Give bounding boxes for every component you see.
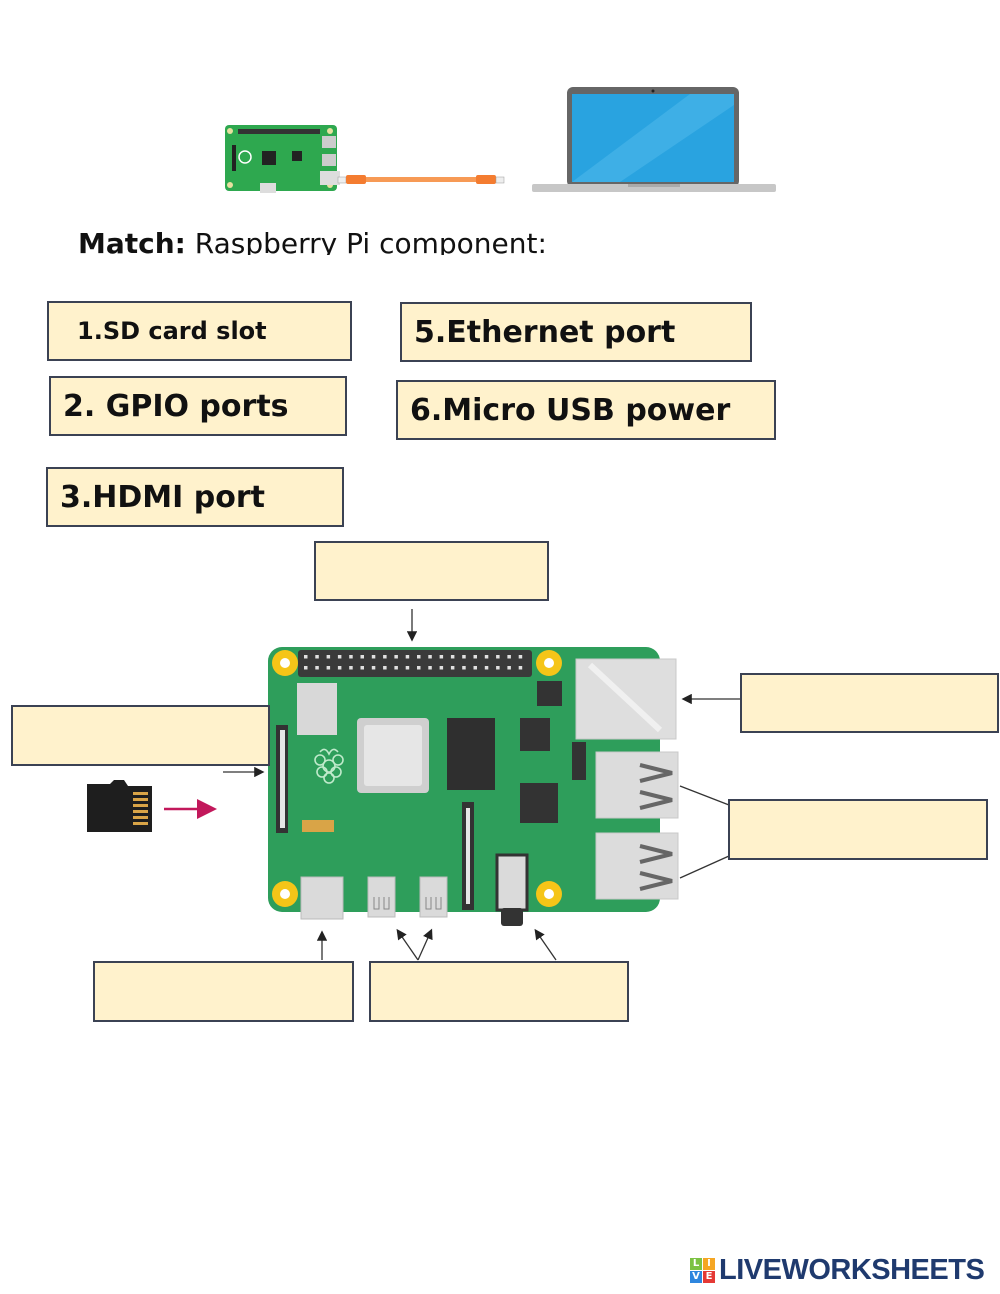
raspberry-pi-diagram — [87, 609, 740, 961]
answer-box-sd-slot[interactable] — [11, 705, 270, 766]
gpio-pin — [417, 655, 421, 659]
label-text: 6.Micro USB power — [410, 392, 731, 428]
label-gpio-ports[interactable]: 2. GPIO ports — [49, 376, 347, 436]
gpio-pin — [484, 666, 489, 670]
gpio-pin — [473, 666, 477, 670]
gpio-pin — [439, 655, 444, 659]
answer-box-hdmi-audio[interactable] — [369, 961, 629, 1022]
gpio-pin — [417, 666, 421, 670]
gpio-header — [298, 650, 532, 677]
gpio-pin — [484, 655, 489, 659]
answer-box-gpio[interactable] — [314, 541, 549, 601]
gpio-pin — [315, 666, 319, 670]
gpio-pin — [337, 655, 342, 659]
gpio-pin — [518, 666, 523, 670]
usb-ports — [595, 751, 679, 900]
gpio-pin — [473, 655, 477, 659]
gpio-pin — [507, 655, 511, 659]
answer-box-power[interactable] — [93, 961, 354, 1022]
gpio-pin — [428, 655, 432, 659]
gpio-pin — [315, 655, 319, 659]
gpio-pin — [462, 666, 466, 670]
label-text: 3.HDMI port — [60, 479, 265, 515]
logo-tiles-icon: L I V E — [690, 1257, 715, 1283]
raspberry-logo-icon — [314, 748, 344, 784]
gpio-pin — [304, 666, 308, 670]
gpio-pin — [383, 655, 387, 659]
gpio-pin — [360, 655, 364, 659]
label-text: 5.Ethernet port — [414, 314, 676, 350]
line-to-usb-bottom — [679, 855, 730, 879]
gpio-pin — [462, 655, 466, 659]
label-ethernet-port[interactable]: 5.Ethernet port — [400, 302, 752, 362]
gpio-pin — [450, 655, 455, 659]
line-to-usb-top — [679, 785, 730, 806]
micro-sd-card-icon — [87, 780, 152, 832]
logo-tile: I — [703, 1257, 715, 1270]
laptop-icon — [532, 87, 776, 192]
gpio-pin — [326, 655, 331, 659]
heading-text: Raspberry Pi component: — [185, 227, 547, 255]
arrow-to-hdmi-1 — [396, 928, 419, 961]
heading-match-label: Match: — [78, 227, 186, 255]
arrow-to-hdmi-2 — [417, 928, 433, 961]
gpio-pin — [349, 655, 353, 659]
liveworksheets-logo[interactable]: L I V E LIVEWORKSHEETS — [690, 1254, 985, 1286]
gpio-pin — [337, 666, 342, 670]
logo-tile: E — [703, 1270, 715, 1283]
gpio-pin — [496, 666, 500, 670]
label-sd-card-slot[interactable]: 1.SD card slot — [47, 301, 352, 361]
label-text: 2. GPIO ports — [63, 388, 289, 424]
gpio-pin — [360, 666, 364, 670]
logo-tile: V — [690, 1270, 702, 1283]
micro-hdmi-ports — [367, 876, 448, 918]
raspberry-pi-board-icon — [225, 125, 340, 193]
answer-box-ethernet[interactable] — [740, 673, 999, 733]
ethernet-cable-icon — [337, 175, 505, 184]
audio-jack — [495, 853, 529, 926]
pointer-arrows — [223, 609, 740, 961]
mounting-holes — [272, 650, 562, 907]
gpio-pin — [496, 655, 500, 659]
label-hdmi-port[interactable]: 3.HDMI port — [46, 467, 344, 527]
gpio-pin — [428, 666, 432, 670]
gpio-pin — [349, 666, 353, 670]
usb-c-power-port — [300, 876, 344, 920]
gpio-pin — [371, 666, 376, 670]
ethernet-port — [575, 658, 677, 740]
gpio-pin — [383, 666, 387, 670]
pi-to-laptop-illustration — [225, 87, 776, 193]
gpio-pin — [405, 666, 410, 670]
gpio-pin — [450, 666, 455, 670]
gpio-pin — [518, 655, 523, 659]
gpio-pin — [394, 655, 398, 659]
arrow-to-audio — [534, 928, 557, 961]
gpio-pin — [371, 655, 376, 659]
label-micro-usb-power[interactable]: 6.Micro USB power — [396, 380, 776, 440]
gpio-pin — [507, 666, 511, 670]
gpio-pin — [405, 655, 410, 659]
gpio-pin — [304, 655, 308, 659]
gpio-pin — [439, 666, 444, 670]
label-text: 1.SD card slot — [77, 317, 267, 345]
gpio-pin — [326, 666, 331, 670]
logo-text: LIVEWORKSHEETS — [719, 1254, 985, 1286]
gpio-pin — [394, 666, 398, 670]
raspberry-pi-4-board-icon — [268, 647, 679, 926]
answer-box-usb-ports[interactable] — [728, 799, 988, 860]
page-heading: Match: Raspberry Pi component: — [78, 224, 547, 255]
logo-tile: L — [690, 1257, 702, 1270]
soc-chip — [357, 718, 429, 793]
